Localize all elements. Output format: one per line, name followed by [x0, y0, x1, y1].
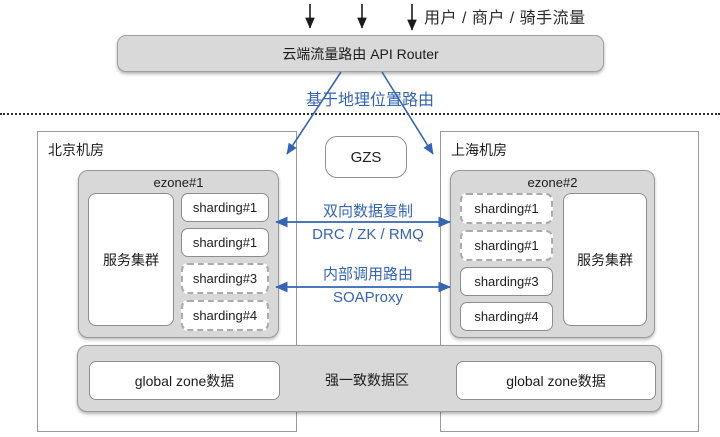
- beijing-datacenter-label: 北京机房: [48, 142, 104, 158]
- strong-consistency-label: 强一致数据区: [325, 371, 409, 388]
- geo-routing-label: 基于地理位置路由: [305, 92, 434, 109]
- beijing-global-zone-box: global zone数据: [89, 361, 280, 400]
- incoming-traffic-arrows: [305, 4, 417, 31]
- ezone1-title: ezone#1: [153, 175, 204, 190]
- gzs-label: GZS: [350, 148, 382, 166]
- ezone2-container: ezone#2 sharding#1 sharding#1 sharding#3…: [450, 170, 655, 338]
- beijing-sharding-box: sharding#1: [181, 228, 269, 257]
- beijing-sharding-box-replica: sharding#3: [181, 263, 269, 294]
- api-router-box: 云端流量路由 API Router: [117, 35, 604, 72]
- traffic-sources-label: 用户 / 商户 / 骑手流量: [424, 10, 586, 27]
- shanghai-sharding-box-replica: sharding#1: [460, 230, 553, 261]
- beijing-sharding-box: sharding#1: [181, 193, 269, 222]
- shanghai-sharding-box: sharding#3: [460, 267, 553, 296]
- beijing-global-zone-label: global zone数据: [134, 372, 235, 389]
- beijing-service-cluster-label: 服务集群: [103, 251, 159, 268]
- shanghai-sharding-box: sharding#4: [460, 302, 553, 331]
- shanghai-global-zone-box: global zone数据: [456, 361, 656, 400]
- beijing-service-cluster-box: 服务集群: [88, 193, 174, 326]
- shanghai-sharding-column: sharding#1 sharding#1 sharding#3 shardin…: [460, 193, 553, 331]
- api-router-label: 云端流量路由 API Router: [282, 45, 439, 62]
- shanghai-service-cluster-label: 服务集群: [577, 251, 633, 268]
- global-zone-band: global zone数据 强一致数据区 global zone数据: [77, 345, 662, 412]
- shanghai-service-cluster-box: 服务集群: [563, 193, 647, 326]
- dotted-separator: [0, 113, 720, 115]
- shanghai-datacenter-label: 上海机房: [451, 142, 507, 158]
- shanghai-global-zone-label: global zone数据: [506, 372, 606, 389]
- ezone1-container: ezone#1 服务集群 sharding#1 sharding#1 shard…: [78, 170, 279, 338]
- replication-title: 双向数据复制: [322, 203, 413, 220]
- replication-subtitle: DRC / ZK / RMQ: [312, 226, 424, 243]
- ezone2-title: ezone#2: [527, 175, 578, 190]
- beijing-sharding-column: sharding#1 sharding#1 sharding#3 shardin…: [181, 193, 269, 331]
- beijing-sharding-box-replica: sharding#4: [181, 300, 269, 331]
- gzs-box: GZS: [325, 136, 407, 178]
- internal-routing-subtitle: SOAProxy: [332, 289, 404, 306]
- internal-routing-title: 内部调用路由: [322, 266, 413, 283]
- shanghai-sharding-box-replica: sharding#1: [460, 193, 553, 224]
